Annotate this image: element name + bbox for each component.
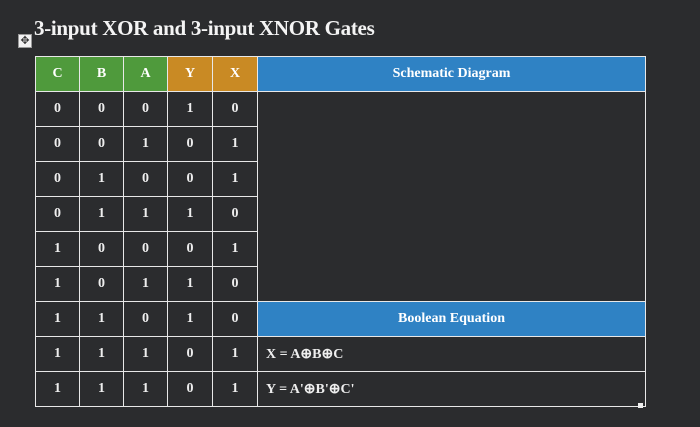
header-a: A — [123, 56, 168, 92]
cell[interactable]: 0 — [79, 91, 124, 127]
cell[interactable]: 0 — [35, 196, 80, 232]
cell[interactable]: 1 — [123, 196, 168, 232]
cell[interactable]: 1 — [123, 371, 168, 407]
header-y: Y — [167, 56, 213, 92]
cell[interactable]: 1 — [35, 371, 80, 407]
cell[interactable]: 1 — [35, 231, 80, 267]
cell[interactable]: 1 — [79, 301, 124, 337]
cell[interactable]: 0 — [167, 336, 213, 372]
cell[interactable]: 0 — [79, 126, 124, 162]
cell[interactable]: 0 — [79, 231, 124, 267]
cell[interactable]: 0 — [35, 91, 80, 127]
cell[interactable]: 1 — [79, 336, 124, 372]
cell[interactable]: 1 — [167, 91, 213, 127]
cell[interactable]: 1 — [79, 371, 124, 407]
cell[interactable]: 1 — [167, 301, 213, 337]
header-c: C — [35, 56, 80, 92]
cell[interactable]: 0 — [212, 196, 258, 232]
table-row: 1 0 0 0 1 — [35, 231, 646, 267]
header-x: X — [212, 56, 258, 92]
equation-y[interactable]: Y = A'⊕B'⊕C' — [257, 371, 646, 407]
schematic-diagram-area[interactable] — [257, 91, 646, 302]
truth-table: C B A Y X Schematic Diagram 0 0 0 1 0 0 … — [35, 56, 646, 407]
cell[interactable]: 1 — [167, 196, 213, 232]
cell[interactable]: 0 — [167, 231, 213, 267]
cell[interactable]: 1 — [167, 266, 213, 302]
cell[interactable]: 1 — [123, 336, 168, 372]
cell[interactable]: 1 — [212, 231, 258, 267]
cell[interactable]: 1 — [35, 336, 80, 372]
cell[interactable]: 0 — [167, 126, 213, 162]
cell[interactable]: 0 — [123, 161, 168, 197]
table-row: 0 0 1 0 1 — [35, 126, 646, 162]
table-row: 0 1 1 1 0 — [35, 196, 646, 232]
header-row: C B A Y X Schematic Diagram — [35, 56, 646, 92]
cell[interactable]: 0 — [167, 371, 213, 407]
header-b: B — [79, 56, 124, 92]
table-row: 1 1 0 1 0 Boolean Equation — [35, 301, 646, 337]
cell[interactable]: 0 — [212, 301, 258, 337]
table-row: 0 0 0 1 0 — [35, 91, 646, 302]
cell[interactable]: 0 — [35, 161, 80, 197]
cell[interactable]: 0 — [123, 231, 168, 267]
cell[interactable]: 1 — [123, 126, 168, 162]
equation-x[interactable]: X = A⊕B⊕C — [257, 336, 646, 372]
cell[interactable]: 1 — [123, 266, 168, 302]
cell[interactable]: 1 — [212, 371, 258, 407]
cell[interactable]: 1 — [35, 301, 80, 337]
cell[interactable]: 0 — [212, 91, 258, 127]
table-move-handle-icon[interactable]: ✥ — [18, 34, 32, 48]
table-row: 1 1 1 0 1 X = A⊕B⊕C — [35, 336, 646, 372]
cell[interactable]: 1 — [79, 161, 124, 197]
boolean-equation-header: Boolean Equation — [257, 301, 646, 337]
schematic-header: Schematic Diagram — [257, 56, 646, 92]
cell[interactable]: 0 — [79, 266, 124, 302]
cell[interactable]: 1 — [79, 196, 124, 232]
page-title: 3-input XOR and 3-input XNOR Gates — [34, 16, 375, 40]
table-row: 1 1 1 0 1 Y = A'⊕B'⊕C' — [35, 371, 646, 407]
table-resize-handle[interactable] — [638, 403, 643, 408]
cell[interactable]: 1 — [212, 161, 258, 197]
table-row: 0 1 0 0 1 — [35, 161, 646, 197]
table-row: 1 0 1 1 0 — [35, 266, 646, 302]
cell[interactable]: 1 — [212, 126, 258, 162]
cell[interactable]: 1 — [35, 266, 80, 302]
cell[interactable]: 1 — [212, 336, 258, 372]
cell[interactable]: 0 — [35, 126, 80, 162]
cell[interactable]: 0 — [123, 301, 168, 337]
cell[interactable]: 0 — [167, 161, 213, 197]
cell[interactable]: 0 — [123, 91, 168, 127]
cell[interactable]: 0 — [212, 266, 258, 302]
